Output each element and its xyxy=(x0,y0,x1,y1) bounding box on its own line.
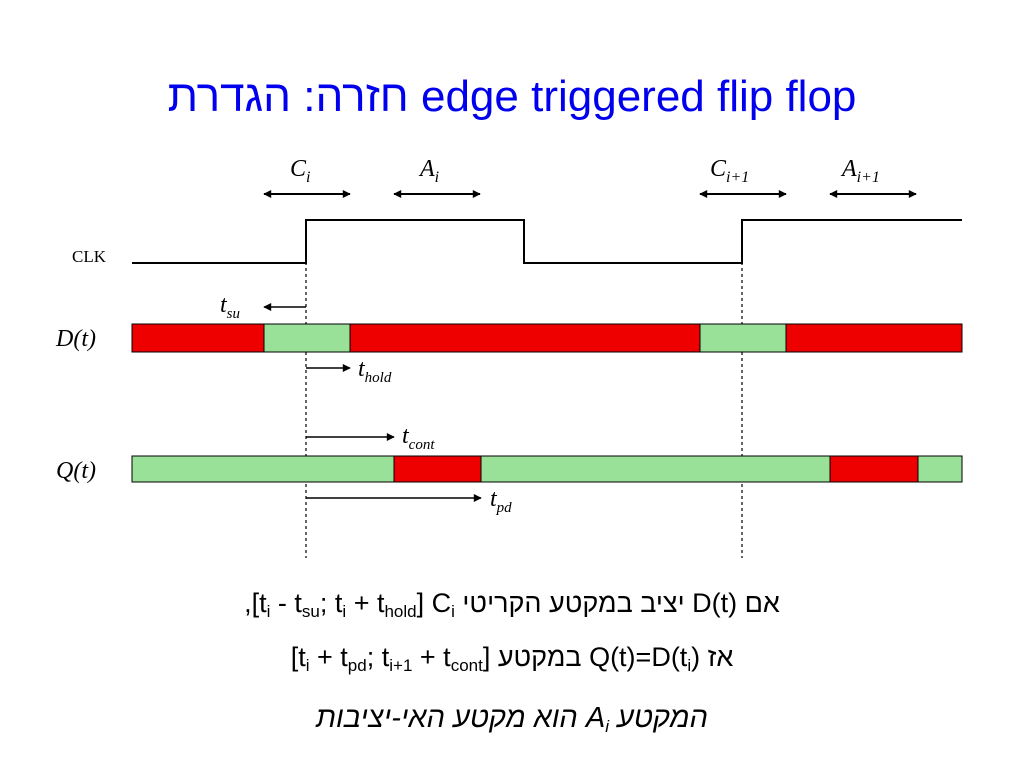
interval-label-a-i-base: A xyxy=(418,156,435,182)
line1-range-hold: hold xyxy=(384,602,417,621)
line1-dt: D(t) xyxy=(692,588,738,618)
line1-range-sep: ; t xyxy=(319,588,343,618)
interval-label-c-next-base: C xyxy=(710,156,727,182)
interval-label-c-i: Ci xyxy=(290,156,310,186)
slide-title: חזרה: הגדרת edge triggered flip flop xyxy=(167,72,857,121)
timing-label-tpd: tpd xyxy=(490,486,512,516)
line2-range-i2: i+1 xyxy=(389,656,413,675)
signal-label-q: Q(t) xyxy=(56,458,96,484)
line2-q-close: ) xyxy=(691,642,701,672)
interval-label-c-next: Ci+1 xyxy=(710,156,749,186)
line1-range-su: su xyxy=(301,602,320,621)
q-segment-stable-1 xyxy=(131,455,395,483)
timing-label-tsu: tsu xyxy=(220,292,240,322)
timing-label-tpd-base: t xyxy=(490,486,498,512)
d-segment-unstable-3 xyxy=(785,323,963,353)
d-segment-unstable-1 xyxy=(131,323,265,353)
q-segment-stable-2 xyxy=(480,455,831,483)
line1-hebrew-if: אם xyxy=(737,588,780,618)
d-segment-stable-2 xyxy=(699,323,787,353)
interval-label-a-next: Ai+1 xyxy=(840,156,880,186)
q-signal-bar xyxy=(131,455,963,483)
q-segment-unstable-2 xyxy=(829,455,919,483)
timing-label-thold: thold xyxy=(358,356,392,386)
interval-label-a-next-base: A xyxy=(840,156,857,182)
line2-q-text: Q(t)=D(t xyxy=(589,642,688,672)
line3-a-base: A xyxy=(585,702,606,734)
line2-range-mid2: + t xyxy=(412,642,451,672)
q-segment-stable-3 xyxy=(917,455,963,483)
clk-waveform xyxy=(132,219,962,264)
line1-c-base: C xyxy=(431,588,452,618)
line1-range-open: [t xyxy=(251,588,267,618)
timing-diagram: Ci Ai Ci+1 Ai+1 CLK tsu D(t) thold tcont xyxy=(55,156,963,558)
line3-hebrew-rest: הוא מקטע האי-יציבות xyxy=(316,702,586,734)
line2-hebrew-then: אז xyxy=(700,642,734,672)
line1-range-close: ] xyxy=(416,588,425,618)
q-segment-unstable-1 xyxy=(393,455,482,483)
line2-range-open: [t xyxy=(290,642,306,672)
timing-label-thold-base: t xyxy=(358,356,366,382)
timing-label-tcont-sub: cont xyxy=(409,437,436,453)
d-segment-stable-1 xyxy=(263,323,351,353)
timing-label-tsu-base: t xyxy=(220,292,228,318)
line3-hebrew-segment: המקטע xyxy=(608,702,708,734)
interval-label-a-next-sub: i+1 xyxy=(857,169,880,186)
line1-range-mid2: + t xyxy=(346,588,385,618)
interval-label-c-i-base: C xyxy=(290,156,307,182)
line1-range-i2: i xyxy=(342,602,347,621)
line2-q-equation: Q(t)=D(ti) xyxy=(589,642,700,676)
line1-hebrew-stable: יציב במקטע הקריטי xyxy=(454,588,693,618)
condition-line: אם D(t) יציב במקטע הקריטי Ci [ti - tsu; … xyxy=(0,588,1024,622)
line1-range: [ti - tsu; ti + thold] xyxy=(252,588,425,622)
result-line: אז Q(t)=D(ti) במקטע [ti + tpd; ti+1 + tc… xyxy=(0,642,1024,676)
interval-label-c-next-sub: i+1 xyxy=(726,169,749,186)
line2-range-sep: ; t xyxy=(366,642,390,672)
signal-label-clk: CLK xyxy=(72,247,107,266)
line2-hebrew-segment: במקטע xyxy=(490,642,590,672)
timing-label-tcont-base: t xyxy=(402,423,410,449)
interval-label-a-i: Ai xyxy=(418,156,439,186)
interval-label-c-i-sub: i xyxy=(306,169,310,186)
line2-q-sub: i xyxy=(687,656,692,675)
line2-range-cont: cont xyxy=(450,656,483,675)
line2-range-mid1: + t xyxy=(309,642,348,672)
line1-range-mid1: - t xyxy=(270,588,302,618)
d-signal-bar xyxy=(131,323,963,353)
timing-label-tcont: tcont xyxy=(402,423,435,453)
line3-a-i: Ai xyxy=(586,702,609,737)
line1-range-i1: i xyxy=(266,602,271,621)
line1-c-sub: i xyxy=(451,602,455,621)
d-segment-unstable-2 xyxy=(349,323,701,353)
timing-label-thold-sub: hold xyxy=(365,370,392,386)
line3-a-sub: i xyxy=(605,717,609,736)
signal-label-d: D(t) xyxy=(55,326,96,352)
line1-critical-segment: Ci xyxy=(432,588,455,622)
line1-comma: , xyxy=(244,588,252,618)
instability-line: המקטע Ai הוא מקטע האי-יציבות xyxy=(0,702,1024,737)
line2-range-pd: pd xyxy=(347,656,367,675)
line2-range: [ti + tpd; ti+1 + tcont] xyxy=(291,642,491,676)
timing-label-tpd-sub: pd xyxy=(496,500,513,516)
line2-range-close: ] xyxy=(482,642,491,672)
interval-label-a-i-sub: i xyxy=(435,169,439,186)
timing-label-tsu-sub: su xyxy=(227,306,240,322)
line2-range-i1: i xyxy=(305,656,310,675)
